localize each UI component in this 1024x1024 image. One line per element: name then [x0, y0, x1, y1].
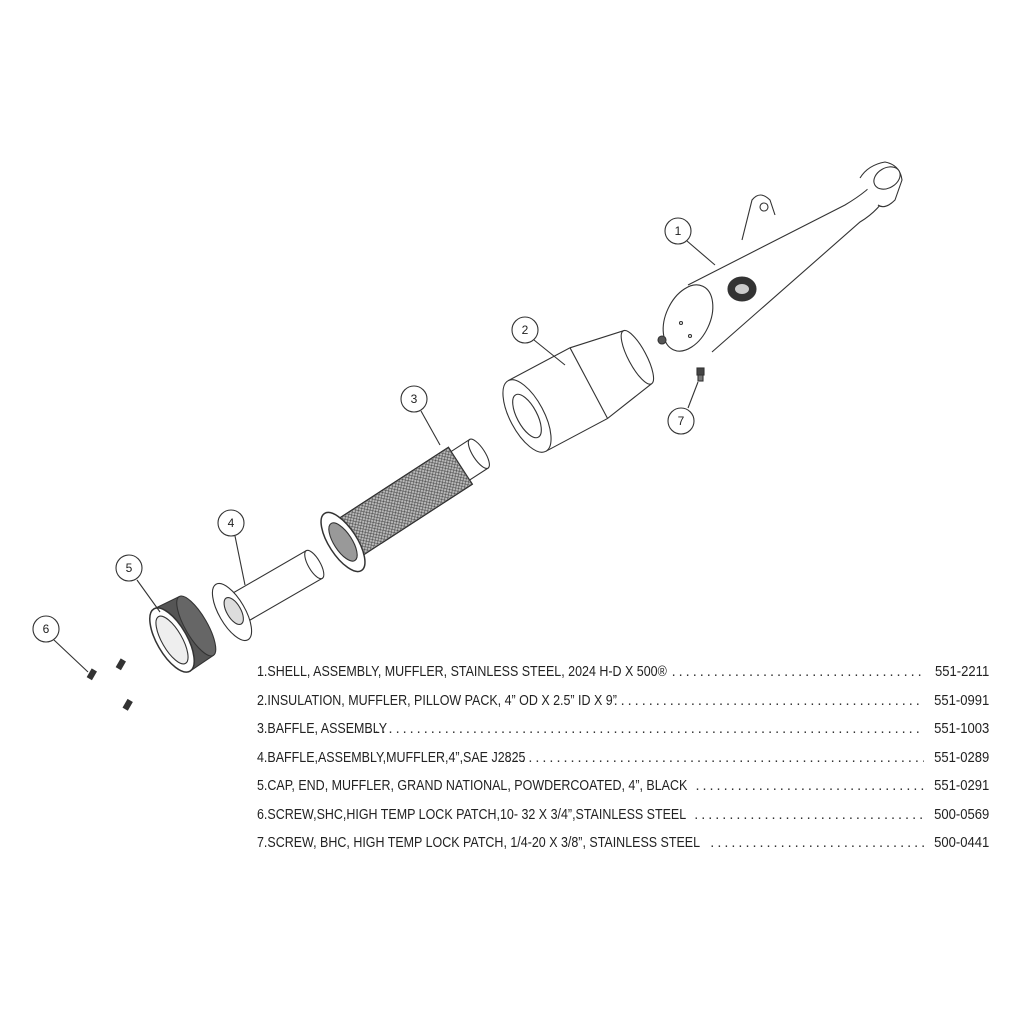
- callout-7: 7: [667, 407, 695, 435]
- parts-list-row: 6.SCREW,SHC,HIGH TEMP LOCK PATCH,10- 32 …: [257, 807, 989, 836]
- callout-4: 4: [217, 509, 245, 537]
- part-4-baffle: [211, 549, 325, 642]
- part-name: 7.SCREW, BHC, HIGH TEMP LOCK PATCH, 1/4-…: [257, 835, 701, 851]
- callout-6: 6: [32, 615, 60, 643]
- parts-list-row: 3.BAFFLE, ASSEMBLY 551-1003: [257, 721, 989, 750]
- callout-1: 1: [664, 217, 692, 245]
- parts-list-row: 1.SHELL, ASSEMBLY, MUFFLER, STAINLESS ST…: [257, 664, 989, 693]
- dot-leader: [695, 778, 923, 794]
- part-6-screws: [86, 658, 133, 711]
- dot-leader: [710, 835, 923, 851]
- parts-list-row: 2.INSULATION, MUFFLER, PILLOW PACK, 4” O…: [257, 693, 989, 722]
- svg-text:6: 6: [43, 622, 50, 636]
- part-number: 551-0991: [933, 692, 989, 709]
- dot-leader: [614, 693, 924, 709]
- part-name: 5.CAP, END, MUFFLER, GRAND NATIONAL, POW…: [257, 778, 688, 794]
- part-name: 3.BAFFLE, ASSEMBLY: [257, 721, 388, 737]
- parts-list: 1.SHELL, ASSEMBLY, MUFFLER, STAINLESS ST…: [257, 664, 989, 864]
- svg-text:2: 2: [522, 323, 529, 337]
- part-name: 6.SCREW,SHC,HIGH TEMP LOCK PATCH,10- 32 …: [257, 806, 687, 823]
- part-number: 551-0289: [933, 749, 989, 766]
- svg-text:1: 1: [675, 224, 682, 238]
- leader-lines: [53, 240, 716, 673]
- part-number: 500-0569: [933, 806, 989, 823]
- part-number: 551-1003: [933, 721, 989, 737]
- part-3-baffle: [320, 438, 490, 573]
- part-number: 500-0441: [933, 835, 989, 851]
- callout-5: 5: [115, 554, 143, 582]
- callout-3: 3: [400, 385, 428, 413]
- dot-leader: [672, 664, 925, 680]
- parts-list-row: 5.CAP, END, MUFFLER, GRAND NATIONAL, POW…: [257, 778, 989, 807]
- svg-text:3: 3: [411, 392, 418, 406]
- svg-text:7: 7: [678, 414, 685, 428]
- part-name: 4.BAFFLE,ASSEMBLY,MUFFLER,4”,SAE J2825: [257, 749, 526, 766]
- svg-text:4: 4: [228, 516, 235, 530]
- part-5-end-cap: [149, 595, 217, 673]
- parts-list-row: 7.SCREW, BHC, HIGH TEMP LOCK PATCH, 1/4-…: [257, 835, 989, 864]
- parts-list-row: 4.BAFFLE,ASSEMBLY,MUFFLER,4”,SAE J2825 55…: [257, 750, 989, 779]
- part-number: 551-2211: [934, 664, 989, 680]
- dot-leader: [507, 750, 923, 766]
- part-2-insulation: [502, 329, 655, 453]
- part-name: 1.SHELL, ASSEMBLY, MUFFLER, STAINLESS ST…: [257, 664, 667, 680]
- part-name: 2.INSULATION, MUFFLER, PILLOW PACK, 4” O…: [257, 692, 617, 709]
- callout-2: 2: [511, 316, 539, 344]
- svg-text:5: 5: [126, 561, 133, 575]
- nut: [657, 335, 667, 345]
- dot-leader: [694, 807, 924, 823]
- part-number: 551-0291: [933, 778, 989, 794]
- part-7-screw: [696, 367, 705, 382]
- part-1-muffler-shell: [662, 161, 903, 353]
- dot-leader: [346, 721, 923, 737]
